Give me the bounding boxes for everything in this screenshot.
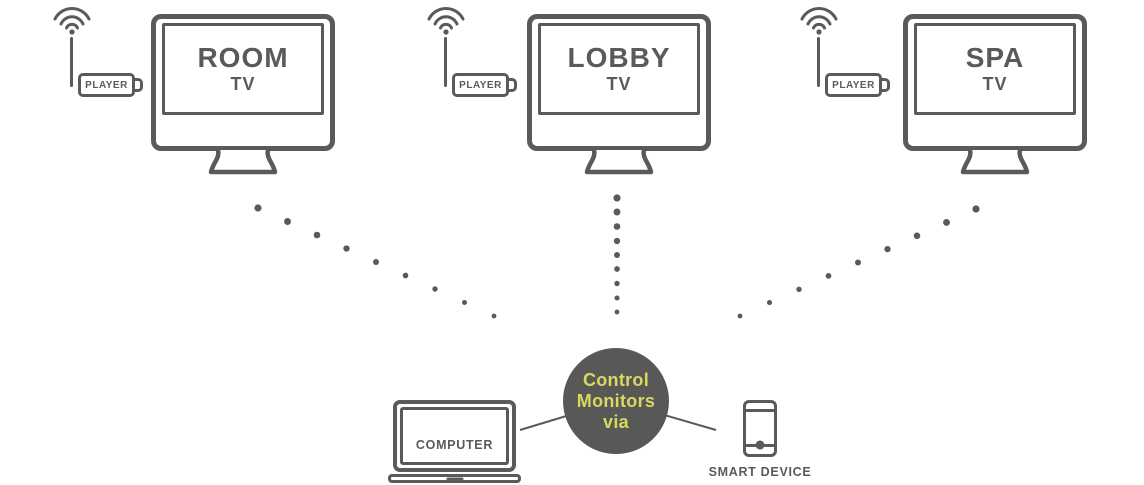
tv-stand (584, 149, 654, 175)
tv-unit-lobby: LOBBY TV (527, 14, 711, 179)
control-hub-label: Control Monitors via (576, 369, 656, 432)
player-box: PLAYER (452, 73, 509, 97)
player-antenna (817, 37, 820, 87)
tv-monitor: LOBBY TV (527, 14, 711, 151)
computer-icon: COMPUTER (388, 400, 521, 484)
smart-device-label: SMART DEVICE (708, 465, 812, 479)
player-antenna (444, 37, 447, 87)
player-unit-lobby: PLAYER (424, 2, 519, 100)
dotted-connector-lobby (613, 194, 621, 315)
player-connector-tab (882, 78, 890, 92)
laptop-notch (446, 477, 463, 480)
smartphone-icon (743, 400, 777, 457)
computer-label: COMPUTER (415, 438, 494, 452)
tv-name-label: LOBBY (567, 42, 671, 73)
wifi-icon (53, 6, 91, 35)
tv-unit-spa: SPA TV (903, 14, 1087, 179)
tv-screen: LOBBY TV (538, 23, 700, 115)
tv-stand (208, 149, 278, 175)
tv-monitor: SPA TV (903, 14, 1087, 151)
player-box: PLAYER (825, 73, 882, 97)
player-connector-tab (135, 78, 143, 92)
dotted-connector-room (254, 204, 497, 319)
tv-stand (960, 149, 1030, 175)
wifi-icon (800, 6, 838, 35)
tv-name-label: ROOM (197, 42, 289, 73)
player-label: PLAYER (459, 79, 502, 91)
phone-top-line (746, 409, 774, 412)
tv-sub-label: TV (982, 74, 1008, 94)
home-button-icon (755, 440, 765, 450)
tv-sub-label: TV (230, 74, 256, 94)
laptop-screen-inner: COMPUTER (400, 407, 509, 465)
player-label: PLAYER (85, 79, 128, 91)
player-box: PLAYER (78, 73, 135, 97)
tv-sub-label: TV (606, 74, 632, 94)
player-label: PLAYER (832, 79, 875, 91)
player-antenna (70, 37, 73, 87)
tv-name-label: SPA (965, 42, 1025, 73)
tv-unit-room: ROOM TV (151, 14, 335, 179)
player-connector-tab (509, 78, 517, 92)
tv-screen: ROOM TV (162, 23, 324, 115)
tv-monitor: ROOM TV (151, 14, 335, 151)
wifi-icon (427, 6, 465, 35)
control-hub: Control Monitors via (563, 348, 669, 454)
player-unit-room: PLAYER (50, 2, 145, 100)
player-unit-spa: PLAYER (797, 2, 892, 100)
tv-screen: SPA TV (914, 23, 1076, 115)
laptop-base (388, 474, 521, 483)
dotted-connector-spa (737, 205, 980, 319)
laptop-screen: COMPUTER (393, 400, 516, 472)
